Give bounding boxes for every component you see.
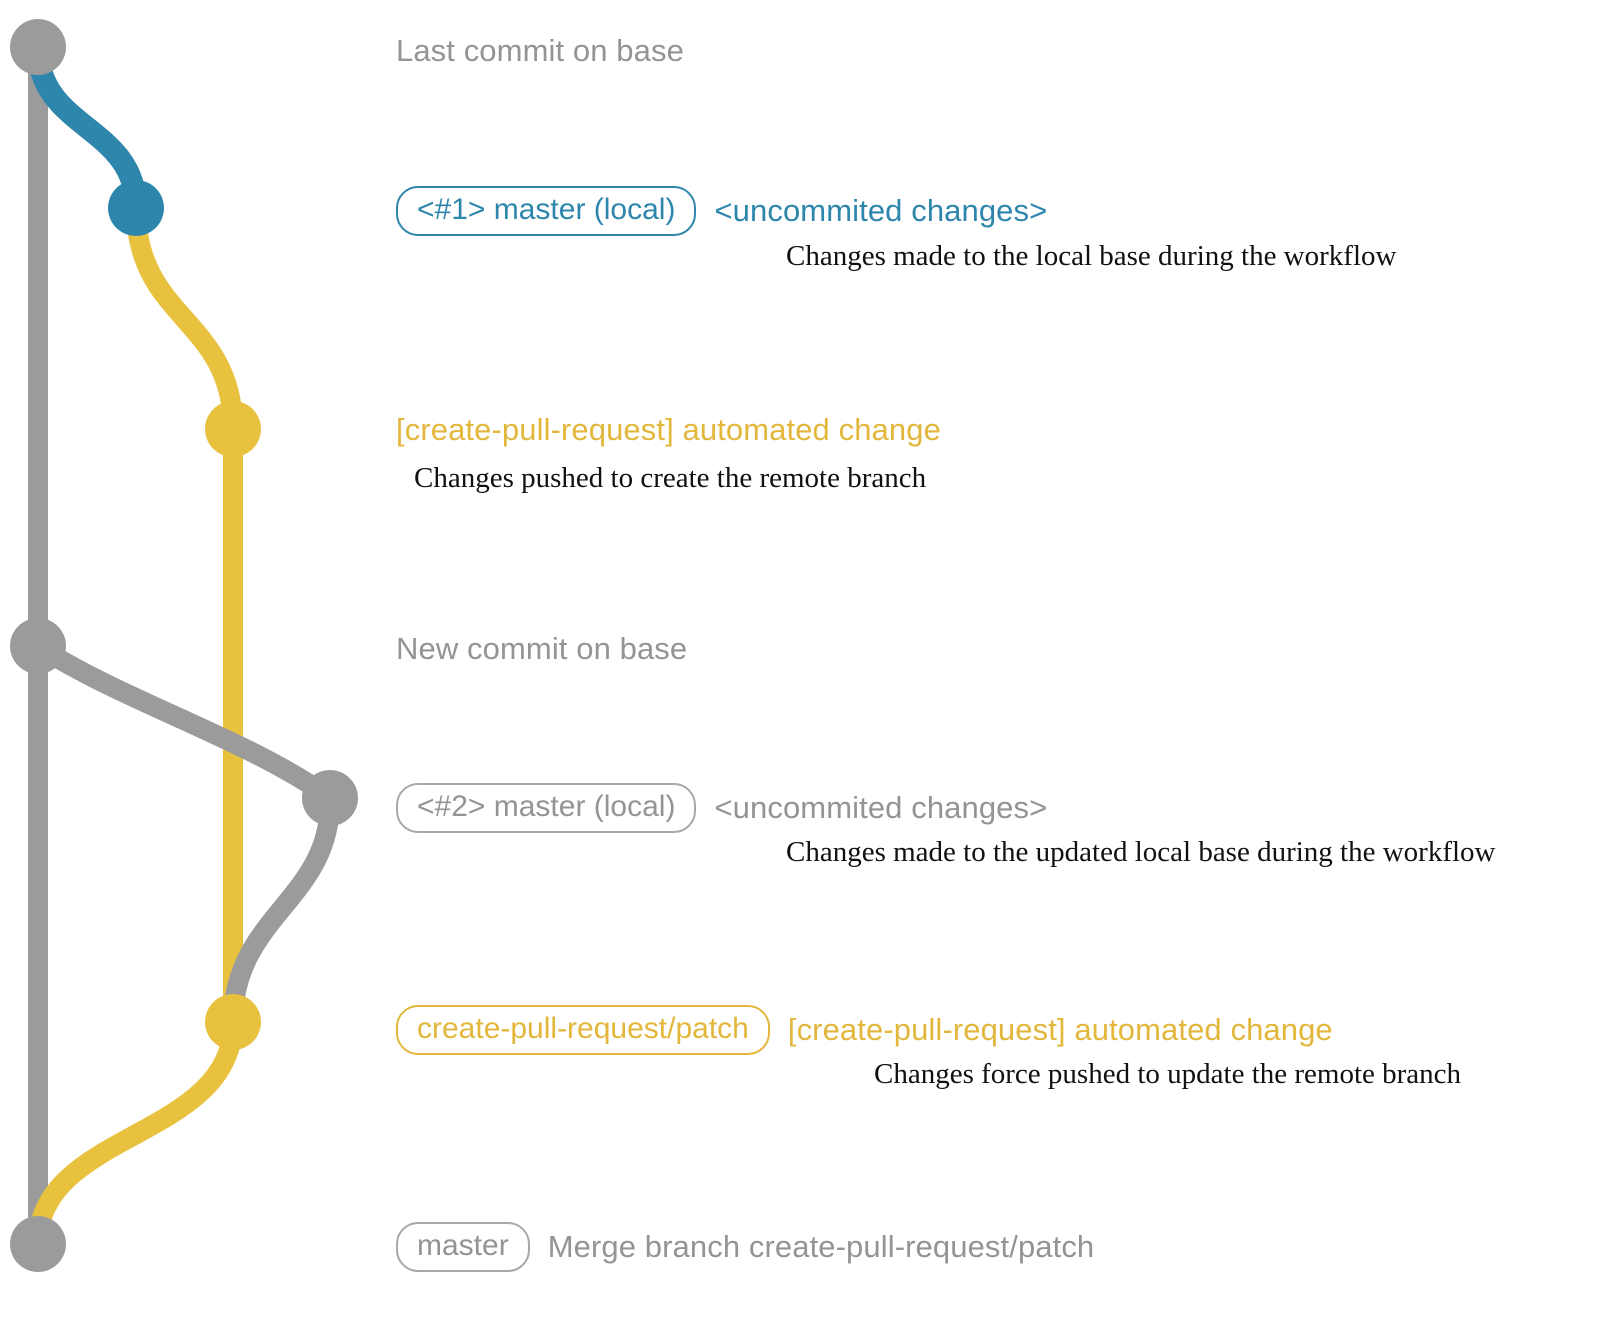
description-local-1: Changes made to the local base during th…: [786, 240, 1397, 272]
commit-node-merge[interactable]: [10, 1216, 66, 1272]
branch-badge-local-1[interactable]: <#1> master (local): [396, 186, 697, 236]
description-local-2: Changes made to the updated local base d…: [786, 836, 1496, 868]
row-automated-change-1: [create-pull-request] automated change: [396, 412, 941, 448]
branch-badge-patch[interactable]: create-pull-request/patch: [396, 1005, 770, 1055]
commit-graph-svg: [10, 19, 358, 1272]
row-merge-commit: master Merge branch create-pull-request/…: [396, 1222, 1094, 1272]
commit-node-local-2[interactable]: [302, 770, 358, 826]
row-new-commit-on-base: New commit on base: [396, 631, 687, 667]
local-2-branch-curve: [28, 636, 340, 808]
branch-badge-local-2[interactable]: <#2> master (local): [396, 783, 697, 833]
commit-message-local-1: <uncommited changes>: [714, 193, 1048, 228]
commit-node-base-new[interactable]: [10, 618, 66, 674]
row-local-1: <#1> master (local) <uncommited changes>: [396, 186, 1047, 236]
commit-message-last-commit-on-base: Last commit on base: [396, 33, 684, 68]
patch-1-curve: [126, 198, 243, 439]
description-automated-change-2: Changes force pushed to update the remot…: [874, 1058, 1462, 1090]
commit-message-new-commit-on-base: New commit on base: [396, 631, 688, 666]
commit-node-base-top[interactable]: [10, 19, 66, 75]
commit-message-automated-change-2: [create-pull-request] automated change: [787, 1012, 1333, 1047]
merge-curve: [28, 1012, 243, 1254]
commit-node-patch-1[interactable]: [205, 401, 261, 457]
local-1-branch-curve: [27, 36, 147, 219]
row-automated-change-2: create-pull-request/patch [create-pull-r…: [396, 1005, 1333, 1055]
commit-message-automated-change-1: [create-pull-request] automated change: [396, 412, 941, 447]
commit-node-local-1[interactable]: [108, 180, 164, 236]
patch-2-parent-curve: [223, 788, 341, 1032]
branch-badge-master[interactable]: master: [396, 1222, 530, 1272]
commit-node-patch-2[interactable]: [205, 994, 261, 1050]
row-local-2: <#2> master (local) <uncommited changes>: [396, 783, 1047, 833]
commit-message-local-2: <uncommited changes>: [714, 790, 1048, 825]
row-last-commit-on-base: Last commit on base: [396, 33, 684, 69]
description-automated-change-1: Changes pushed to create the remote bran…: [414, 462, 927, 494]
commit-message-merge: Merge branch create-pull-request/patch: [547, 1229, 1095, 1264]
